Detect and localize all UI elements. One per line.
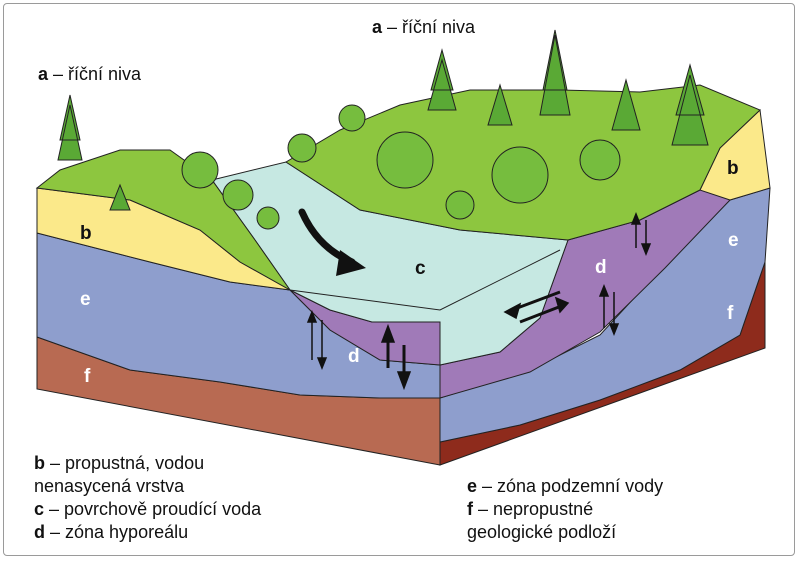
flow-arrowhead-surface xyxy=(336,250,366,276)
figure-frame xyxy=(3,3,795,556)
channel-edge xyxy=(289,249,561,311)
legend-item-b: b – propustná, vodou xyxy=(34,453,205,473)
deciduous-trees xyxy=(181,104,621,230)
label-floodplain-left: a – říční niva xyxy=(38,64,142,84)
legend-item-b-cont: nenasycená vrstva xyxy=(34,476,185,496)
legend-item-e: e – zóna podzemní vody xyxy=(467,476,664,496)
zone-label-b-right: b xyxy=(727,158,739,179)
zone-label-b-left: b xyxy=(80,223,92,244)
legend-item-d: d – zóna hyporeálu xyxy=(34,522,189,542)
zone-label-e-side: e xyxy=(728,230,739,251)
zone-label-f-front: f xyxy=(84,366,91,387)
exchange-arrows xyxy=(306,211,652,391)
legend-item-f-cont: geologické podloží xyxy=(467,522,617,542)
zone-label-d-front: d xyxy=(348,346,360,367)
legend-item-f: f – nepropustné xyxy=(467,499,594,519)
legend-item-c: c – povrchově proudící voda xyxy=(34,499,262,519)
legend-right: e – zóna podzemní vody f – nepropustné g… xyxy=(467,475,663,544)
legend-left: b – propustná, vodou nenasycená vrstva c… xyxy=(34,452,261,544)
meadow-left-bank xyxy=(35,149,291,291)
conifer-trees xyxy=(57,29,709,211)
zone-label-f-side: f xyxy=(727,303,734,324)
zone-label-c: c xyxy=(415,258,426,279)
zone-label-e-front: e xyxy=(80,289,91,310)
groundwater-side-layer xyxy=(439,187,771,443)
label-floodplain-top: a – říční niva xyxy=(372,17,476,37)
zone-label-d-right: d xyxy=(595,257,607,278)
